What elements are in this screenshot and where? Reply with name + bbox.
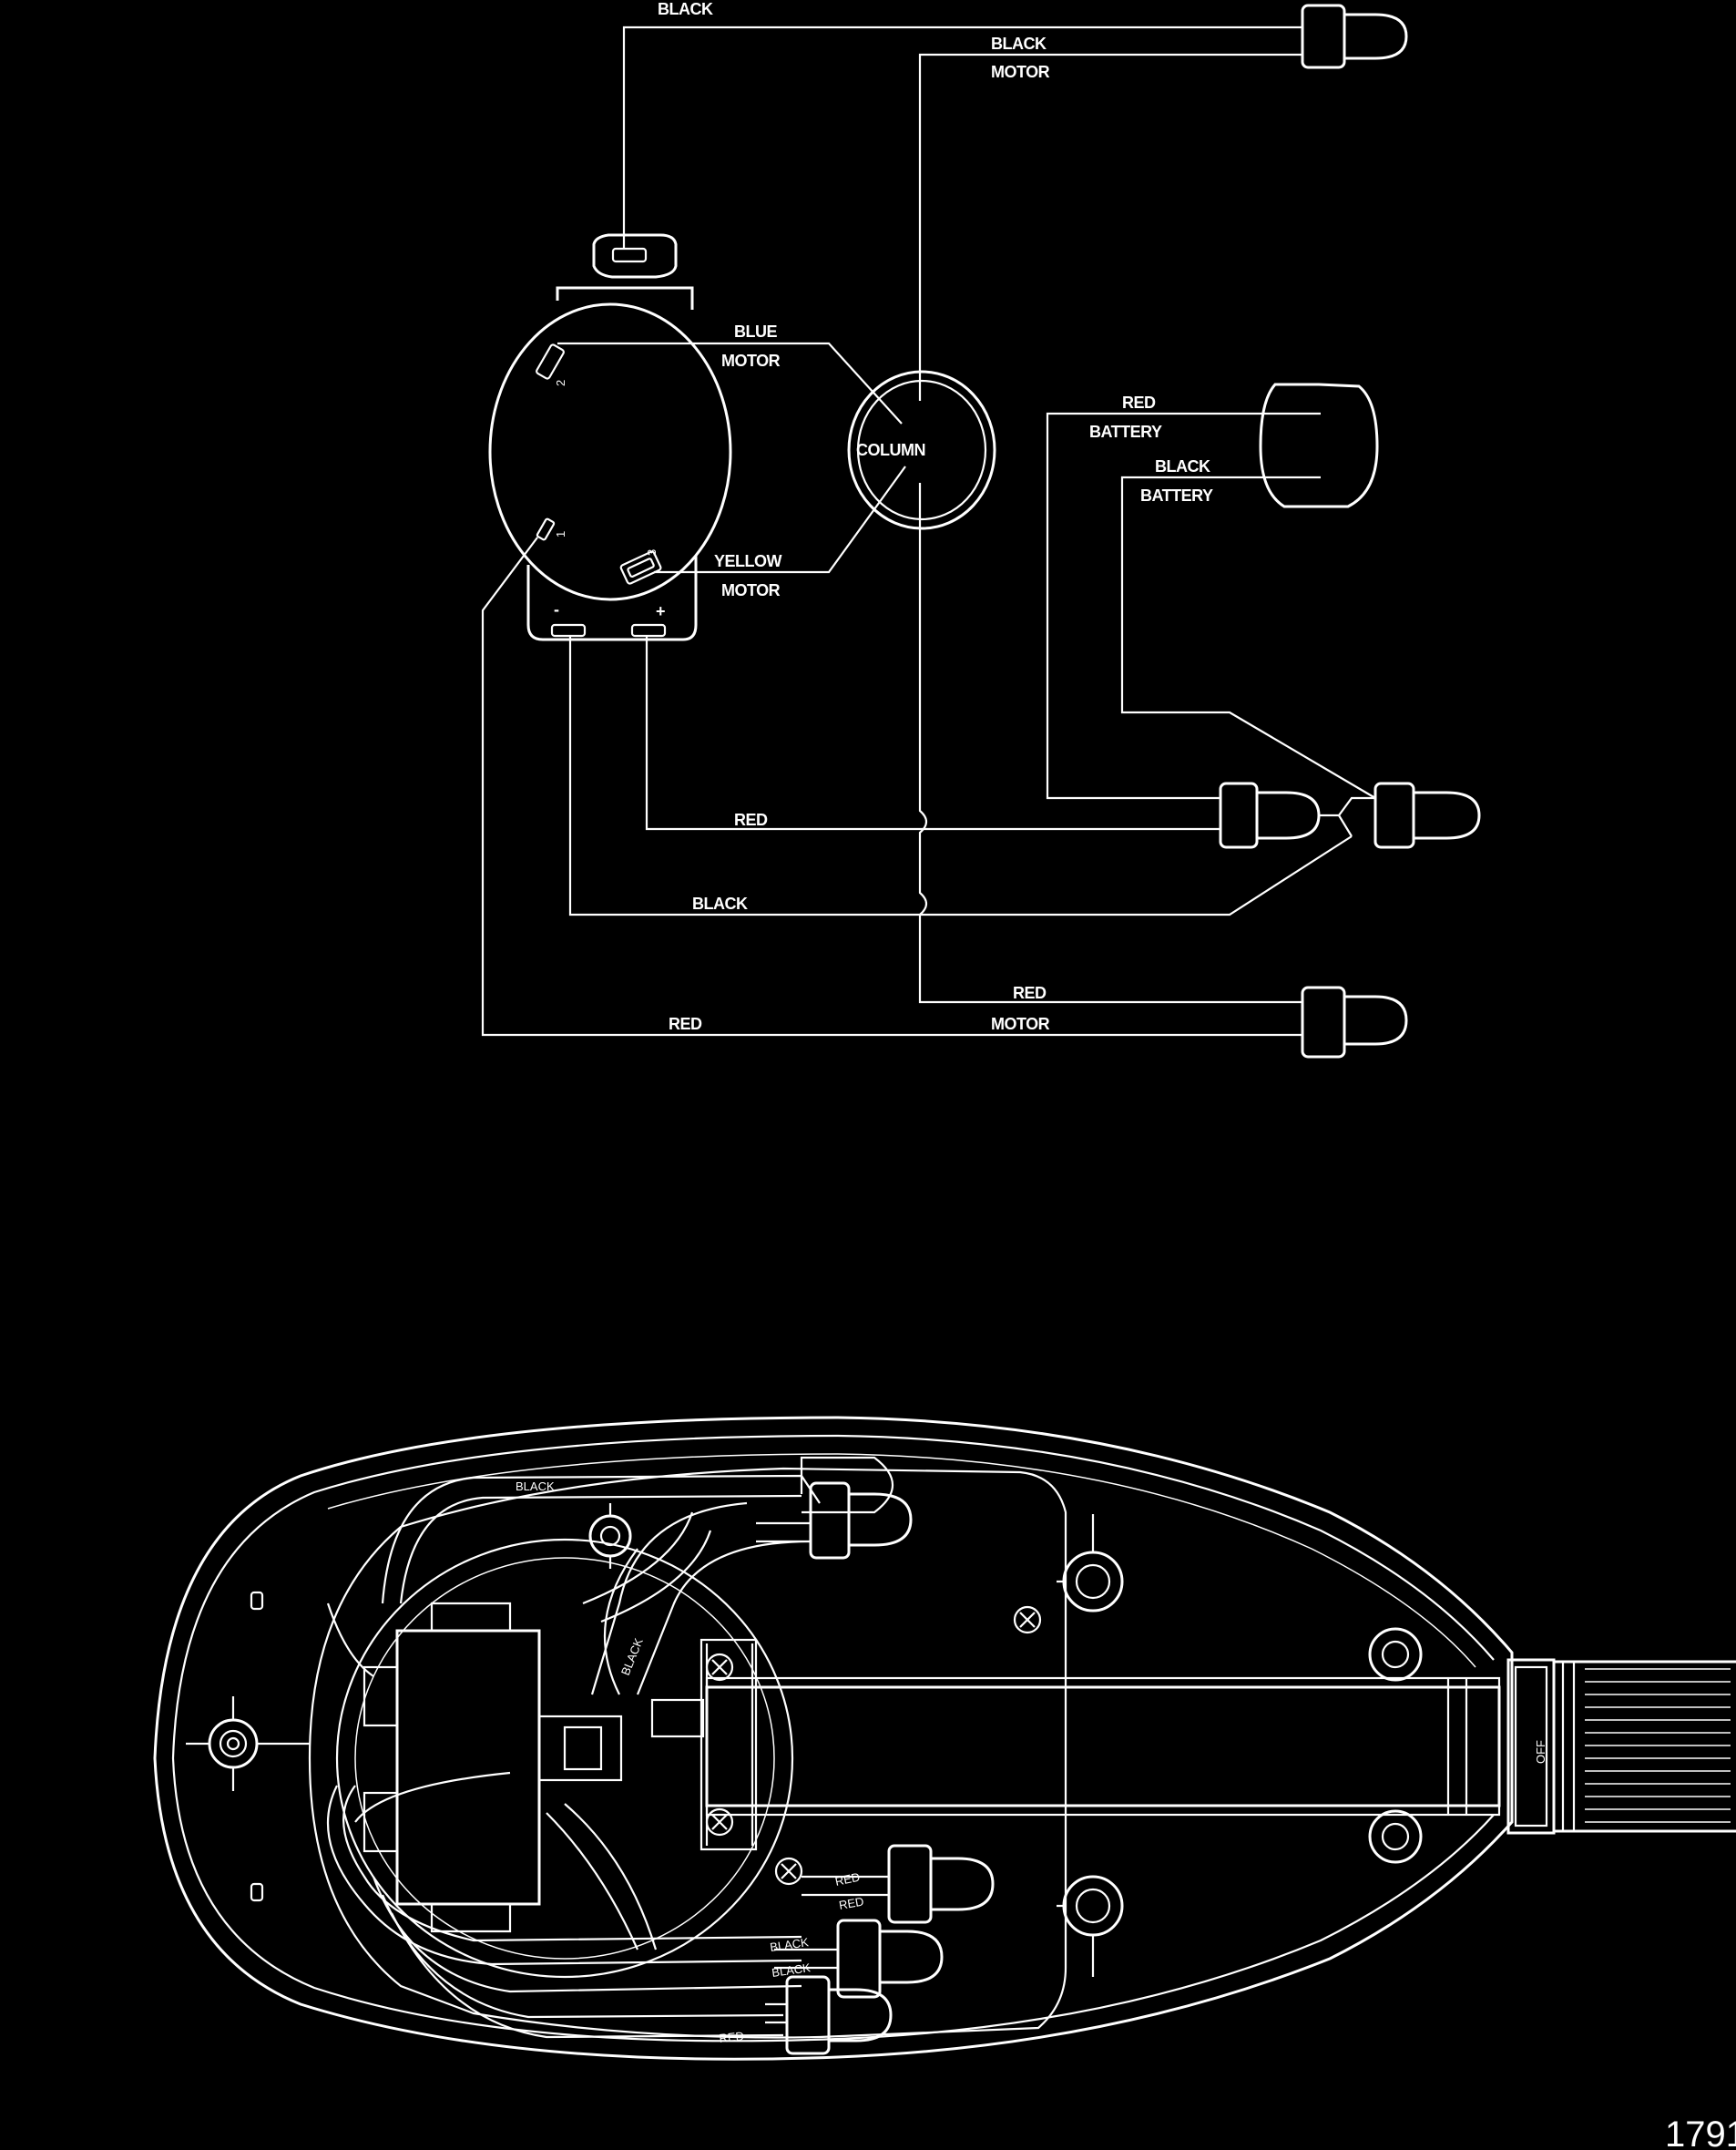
label-black-2: BLACK bbox=[771, 1961, 812, 1980]
wire-red-battery-color-label: RED bbox=[1122, 394, 1156, 412]
terminal-1-label: 1 bbox=[554, 531, 567, 538]
wire-yellow-color-label: YELLOW bbox=[714, 552, 782, 570]
wire-black-motor-color-label: BLACK bbox=[991, 35, 1047, 53]
battery-plug-black bbox=[1373, 782, 1481, 849]
battery-plug-red bbox=[1219, 782, 1321, 849]
grip-ribs bbox=[1585, 1668, 1731, 1823]
wire-yellow-role-label: MOTOR bbox=[721, 581, 781, 599]
screw-bracket-bottom bbox=[705, 1807, 734, 1837]
speed-switch: 2 1 3 - + bbox=[488, 233, 732, 641]
wire-harness bbox=[326, 1456, 995, 2055]
screw-top bbox=[1013, 1605, 1042, 1634]
wire-blue-color-label: BLUE bbox=[734, 322, 777, 341]
wire-red-battery-role-label: BATTERY bbox=[1089, 423, 1162, 441]
wire-black-mid-label: BLACK bbox=[692, 895, 748, 913]
label-red-2: RED bbox=[838, 1894, 865, 1912]
wire-red-motor-role-label: MOTOR bbox=[991, 1015, 1050, 1033]
label-black-diagonal: BLACK bbox=[618, 1636, 646, 1677]
switch-block bbox=[363, 1602, 705, 1933]
wire-black-motor-role-label: MOTOR bbox=[991, 63, 1050, 81]
wire-red-bottom-label: RED bbox=[669, 1015, 702, 1033]
screw-bottom bbox=[774, 1857, 803, 1886]
terminal-2-label: 2 bbox=[554, 380, 567, 386]
wire-black-battery-role-label: BATTERY bbox=[1140, 486, 1213, 505]
wire-red-motor-color-label: RED bbox=[1013, 984, 1047, 1002]
screw-bracket-top bbox=[705, 1653, 734, 1682]
wire-black-battery-color-label: BLACK bbox=[1155, 457, 1210, 476]
motor-plug-top bbox=[1301, 4, 1408, 69]
motor-plug-bottom bbox=[1301, 986, 1408, 1059]
label-red-1: RED bbox=[834, 1870, 862, 1889]
column-label: COLUMN bbox=[856, 441, 925, 459]
control-head-assembly: OFF bbox=[153, 1416, 1736, 2061]
wire-blue-role-label: MOTOR bbox=[721, 352, 781, 370]
label-black-top: BLACK bbox=[516, 1479, 555, 1493]
switch-off-label: OFF bbox=[1534, 1740, 1547, 1764]
label-black-1: BLACK bbox=[769, 1935, 810, 1954]
terminal-3-label: 3 bbox=[645, 549, 659, 556]
steering-column: COLUMN bbox=[847, 370, 996, 530]
throttle-grip: OFF bbox=[1506, 1658, 1736, 1835]
terminal-plus-label: + bbox=[656, 602, 665, 620]
wire-red-mid-label: RED bbox=[734, 811, 768, 829]
wire-black-top-label: BLACK bbox=[658, 0, 713, 18]
figure-number: 17914 bbox=[1665, 2114, 1736, 2150]
housing-outline bbox=[153, 1416, 1514, 2061]
label-red-bottom: RED bbox=[719, 2029, 745, 2045]
terminal-minus-label: - bbox=[554, 600, 559, 619]
wiring-schematic: 2 1 3 - + COLUMN BLACK BLACK MOTOR BLUE … bbox=[481, 0, 1481, 1059]
battery-connector bbox=[1259, 383, 1379, 508]
